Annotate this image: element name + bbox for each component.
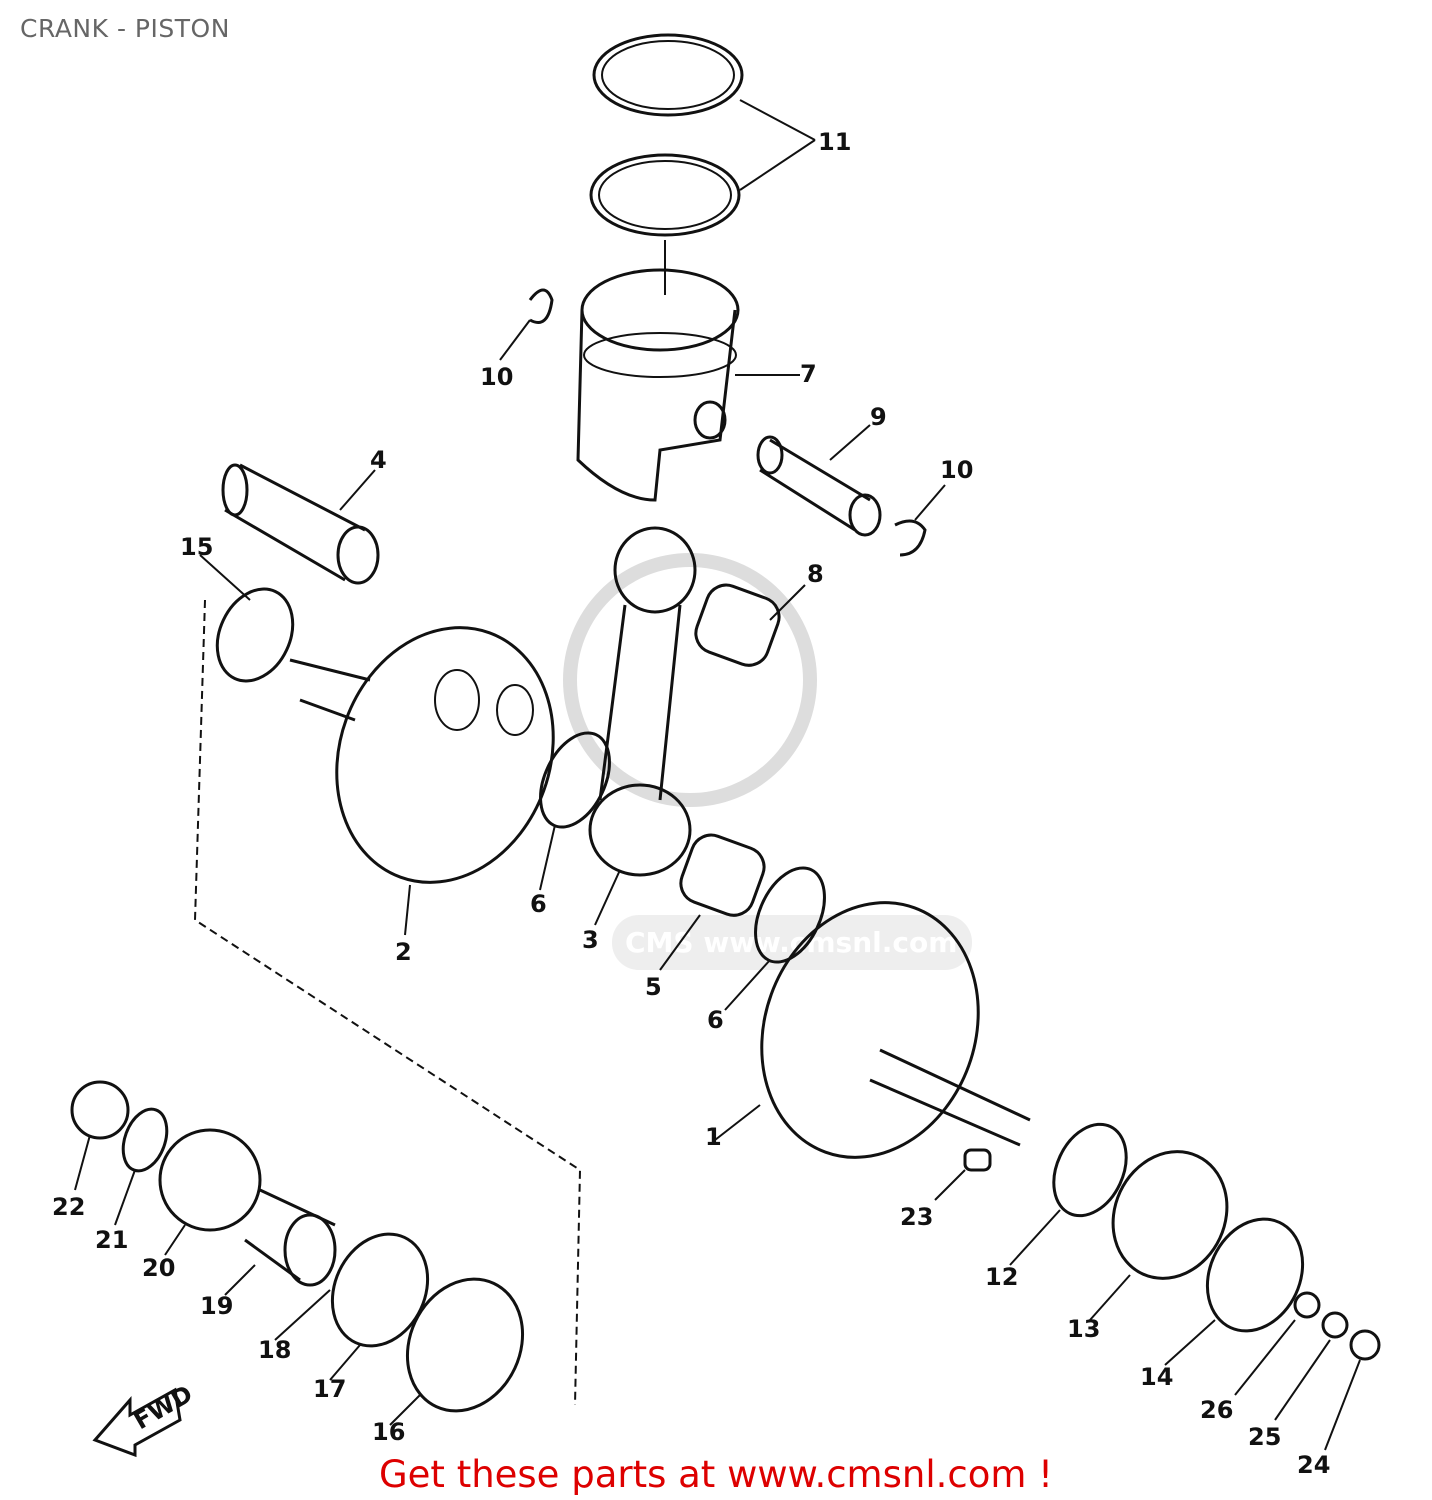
spacer-end [283,1213,337,1287]
washer [215,587,295,683]
callout-9: 9 [870,403,887,431]
circlip [894,519,927,557]
connecting-rod [588,526,697,926]
callout-4: 4 [370,446,387,474]
bearing [1111,1150,1229,1280]
callout-21: 21 [95,1226,128,1254]
forward-arrow-icon: FWD [92,1380,197,1458]
callout-19: 19 [200,1292,233,1320]
callout-18: 18 [258,1336,291,1364]
woodruff-key [963,1148,992,1172]
callout-6b: 6 [707,1006,724,1034]
oil-seal [1205,1217,1305,1333]
crankshaft-right [714,901,1031,1159]
needle-bearing [694,583,806,667]
circlip [528,288,554,324]
crank-pin [221,463,380,585]
callout-23: 23 [900,1203,933,1231]
piston-pin [756,424,882,537]
callout-24: 24 [1297,1451,1330,1479]
callout-11: 11 [818,128,851,156]
fwd-label: FWD [129,1380,197,1436]
callout-25: 25 [1248,1423,1281,1451]
piston-rings [589,33,816,295]
callout-17: 17 [313,1375,346,1403]
parts-link-banner[interactable]: Get these parts at www.cmsnl.com ! [378,1453,1053,1496]
callout-6: 6 [530,890,547,918]
callout-13: 13 [1067,1315,1100,1343]
callout-7: 7 [800,360,817,388]
washer [1052,1122,1128,1218]
washer [121,1107,169,1173]
page-title: CRANK - PISTON [20,14,230,43]
callout-8: 8 [807,560,824,588]
washer [1293,1291,1321,1319]
spacer [244,1188,336,1282]
callout-3: 3 [582,926,599,954]
callout-22: 22 [52,1193,85,1221]
callout-5: 5 [645,973,662,1001]
primary-drive-gear [158,1128,262,1232]
crankshaft-left [193,599,582,1406]
callout-16: 16 [372,1418,405,1446]
callout-10: 10 [480,363,513,391]
callout-2: 2 [395,938,412,966]
watermark-logo: CMS www.cmsnl.com [563,553,972,970]
shim [539,731,611,829]
bearing [405,1277,525,1413]
nut [1349,1329,1381,1361]
needle-bearing [659,833,766,971]
callout-14: 14 [1140,1363,1173,1391]
callout-20: 20 [142,1254,175,1282]
callout-1: 1 [705,1123,722,1151]
callout-10b: 10 [940,456,973,484]
nut [70,1080,130,1140]
piston [576,268,800,502]
callout-15: 15 [180,533,213,561]
callout-12: 12 [985,1263,1018,1291]
washer [1321,1311,1349,1339]
callout-26: 26 [1200,1396,1233,1424]
